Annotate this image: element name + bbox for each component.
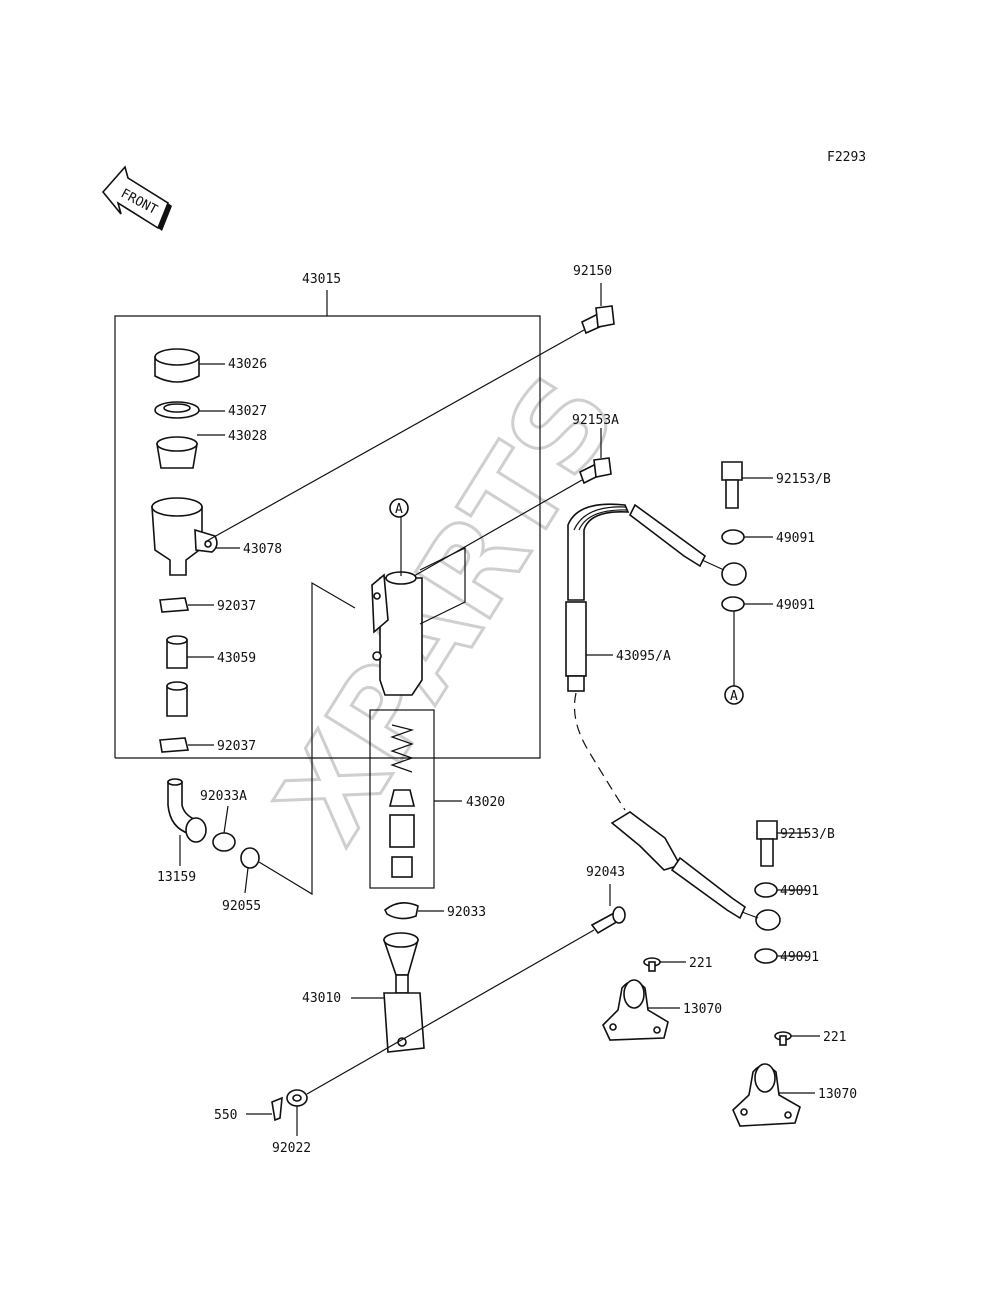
label-92153B-top: 92153/B — [776, 472, 831, 487]
label-49091-4: 49091 — [780, 950, 819, 965]
gasket-4 — [754, 948, 807, 964]
svg-text:A: A — [395, 502, 403, 517]
label-92055: 92055 — [222, 899, 261, 914]
ref-marker-a-lower: A — [724, 685, 744, 705]
master-cylinder-body — [371, 510, 466, 696]
label-92033: 92033 — [447, 905, 486, 920]
brake-hose — [565, 503, 781, 931]
label-92037-lower: 92037 — [217, 739, 256, 754]
assembly-bracket — [114, 290, 541, 759]
plate — [154, 401, 225, 419]
label-92043: 92043 — [586, 865, 625, 880]
label-92150: 92150 — [573, 264, 612, 279]
label-221-1: 221 — [689, 956, 712, 971]
label-550: 550 — [214, 1108, 237, 1123]
clamp-lower — [159, 737, 214, 753]
label-92037-upper: 92037 — [217, 599, 256, 614]
bolt-mid — [413, 428, 612, 577]
elbow — [167, 778, 207, 866]
reservoir-cap — [154, 348, 225, 383]
label-13070-1: 13070 — [683, 1002, 722, 1017]
label-43020: 43020 — [466, 795, 505, 810]
label-43015: 43015 — [302, 272, 341, 287]
clamp-upper — [159, 597, 214, 613]
pushrod — [351, 932, 425, 1053]
washer — [286, 1089, 308, 1136]
label-43028: 43028 — [228, 429, 267, 444]
ref-marker-a-upper: A — [389, 498, 409, 518]
ring — [383, 902, 444, 920]
gasket-1 — [721, 529, 773, 545]
gasket-2 — [721, 596, 773, 686]
guide-2 — [732, 1063, 815, 1127]
reservoir — [151, 497, 240, 576]
screw-2 — [774, 1031, 820, 1046]
ring-a — [212, 805, 236, 852]
label-49091-2: 49091 — [776, 598, 815, 613]
cotter-pin — [246, 1096, 283, 1122]
label-221-2: 221 — [823, 1030, 846, 1045]
diaphragm — [156, 434, 225, 469]
banjo-bolt-top — [721, 461, 773, 509]
guide-1 — [602, 979, 680, 1041]
label-43026: 43026 — [228, 357, 267, 372]
piston-kit — [369, 709, 462, 889]
label-49091-3: 49091 — [780, 884, 819, 899]
svg-text:A: A — [730, 689, 738, 704]
bolt-top — [204, 283, 615, 543]
figure-code: F2293 — [827, 150, 866, 165]
label-92022: 92022 — [272, 1141, 311, 1156]
label-43059: 43059 — [217, 651, 256, 666]
gasket-3 — [754, 882, 807, 898]
hose — [166, 635, 214, 717]
label-92153B-bottom: 92153/B — [780, 827, 835, 842]
label-92153A: 92153A — [572, 413, 619, 428]
front-arrow-icon: FRONT — [101, 165, 172, 231]
label-43095A: 43095/A — [616, 649, 671, 664]
banjo-bolt-bottom — [756, 820, 807, 867]
pin — [306, 884, 626, 1095]
label-13070-2: 13070 — [818, 1087, 857, 1102]
label-49091-1: 49091 — [776, 531, 815, 546]
screw-1 — [643, 957, 686, 972]
label-43027: 43027 — [228, 404, 267, 419]
label-43010: 43010 — [302, 991, 341, 1006]
o-ring — [240, 581, 356, 896]
label-43078: 43078 — [243, 542, 282, 557]
label-13159: 13159 — [157, 870, 196, 885]
label-92033A: 92033A — [200, 789, 247, 804]
